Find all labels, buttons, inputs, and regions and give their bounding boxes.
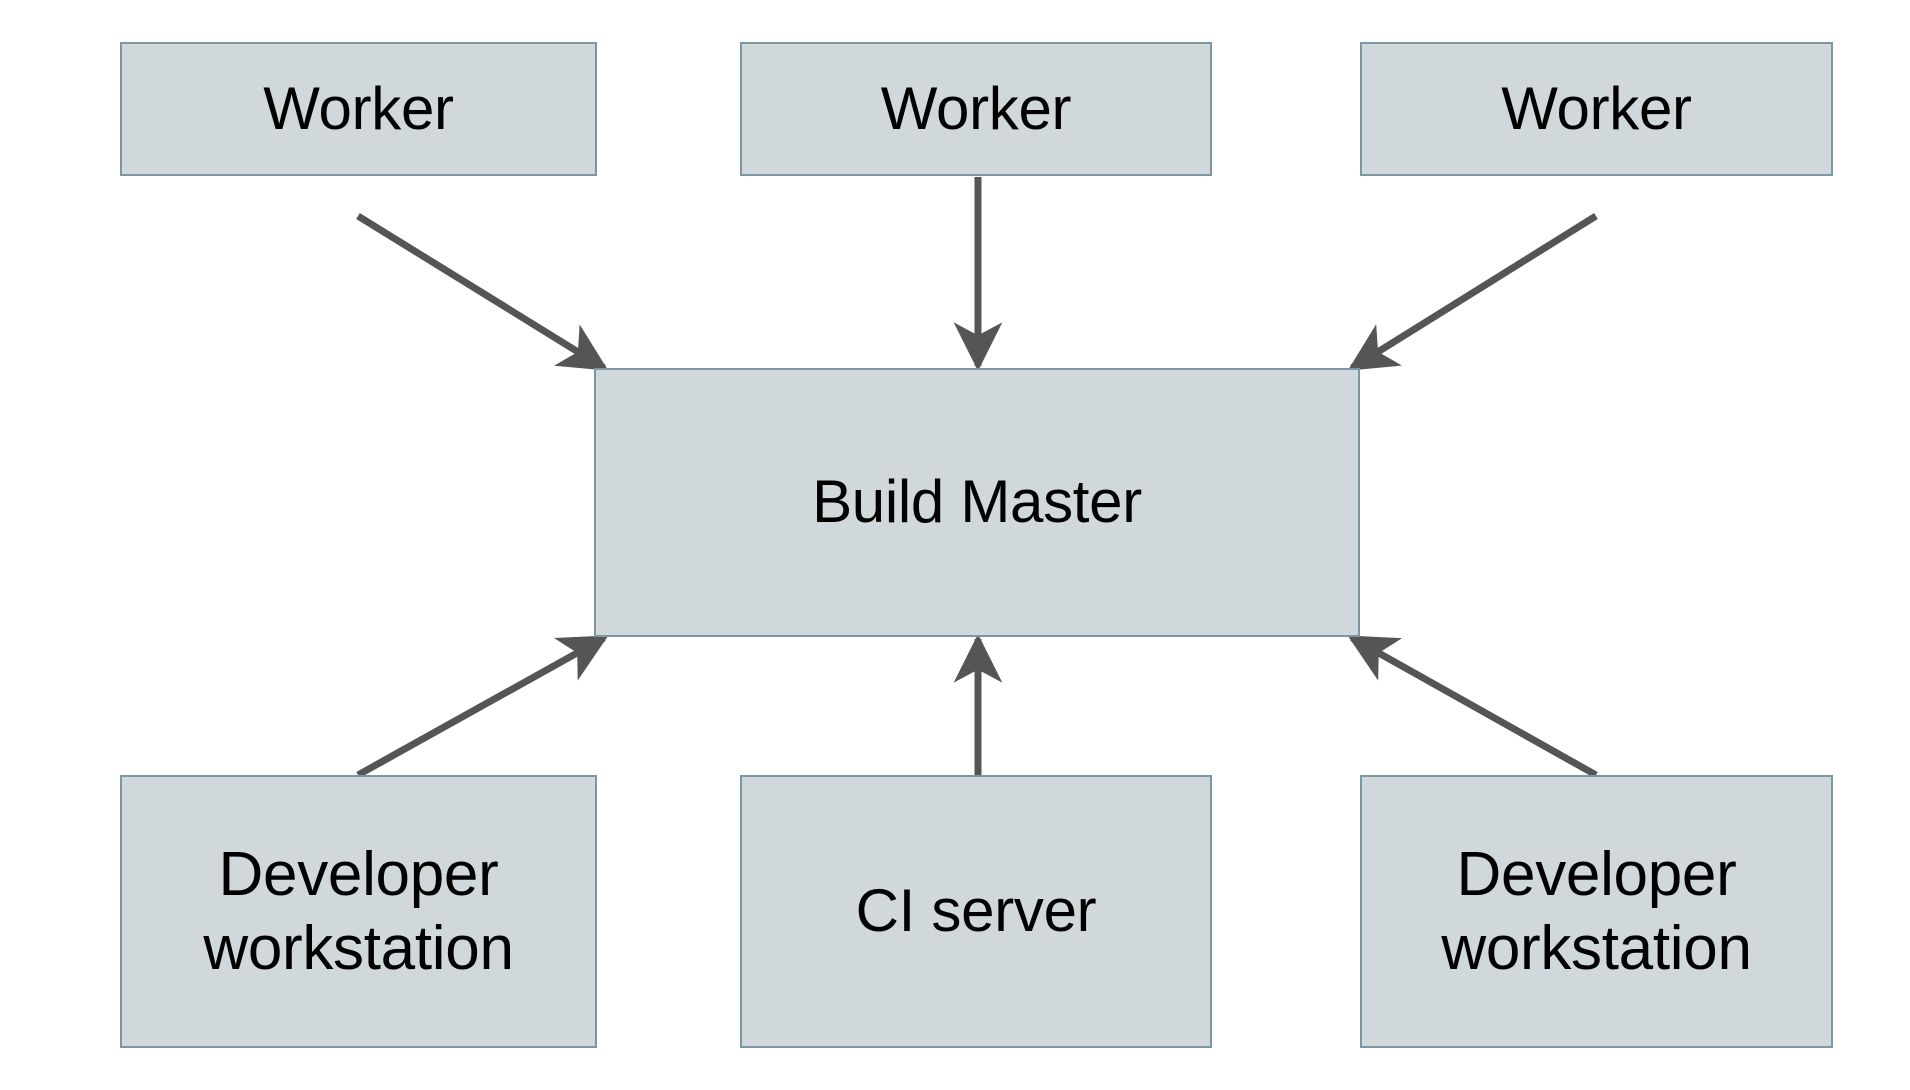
node-worker-1[interactable]: Worker xyxy=(120,42,597,176)
edge-worker-3-to-master xyxy=(1347,213,1598,371)
node-ci-server[interactable]: CI server xyxy=(740,775,1212,1048)
node-developer-workstation-left-label: Developer workstation xyxy=(203,840,514,983)
edge-dev-left-to-master xyxy=(356,634,609,779)
node-worker-2[interactable]: Worker xyxy=(740,42,1212,176)
edge-worker-1-to-master xyxy=(356,213,609,371)
node-developer-workstation-left[interactable]: Developer workstation xyxy=(120,775,597,1048)
node-build-master[interactable]: Build Master xyxy=(594,368,1360,637)
edge-dev-right-to-master xyxy=(1347,634,1598,779)
node-ci-server-label: CI server xyxy=(855,877,1097,945)
node-build-master-label: Build Master xyxy=(812,468,1142,536)
node-worker-3-label: Worker xyxy=(1501,74,1692,142)
node-developer-workstation-right-label: Developer workstation xyxy=(1441,840,1752,983)
node-worker-1-label: Worker xyxy=(263,74,454,142)
node-developer-workstation-right[interactable]: Developer workstation xyxy=(1360,775,1833,1048)
node-worker-2-label: Worker xyxy=(880,74,1072,142)
node-worker-3[interactable]: Worker xyxy=(1360,42,1833,176)
